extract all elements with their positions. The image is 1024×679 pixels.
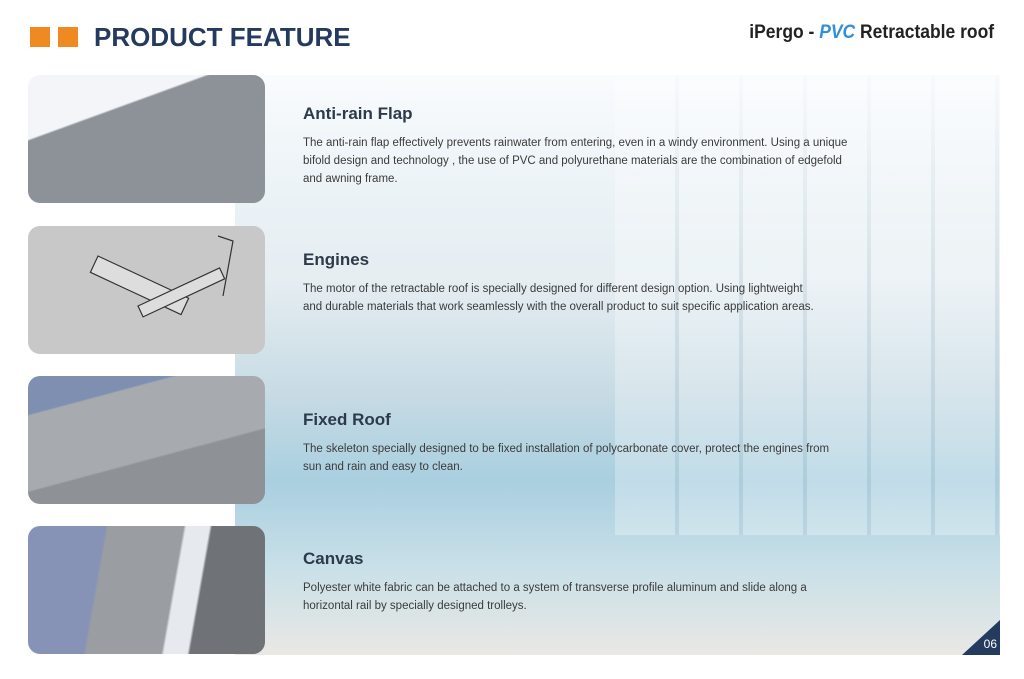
feature-title: Engines bbox=[303, 250, 370, 269]
page-title: PRODUCT FEATURE bbox=[94, 22, 351, 52]
brand-prefix: iPergo - bbox=[749, 22, 820, 43]
feature-title: Fixed Roof bbox=[303, 410, 391, 429]
feature-title: Canvas bbox=[303, 549, 364, 568]
brand-suffix: Retractable roof bbox=[855, 22, 994, 43]
feature-description: The anti-rain flap effectively prevents … bbox=[303, 137, 848, 185]
motor-drawing bbox=[89, 235, 234, 318]
canvas-image bbox=[28, 526, 265, 654]
feature-title: Anti-rain Flap bbox=[303, 104, 413, 123]
anti-rain-flap-image bbox=[28, 75, 265, 203]
brand-title: iPergo - PVC Retractable roof bbox=[749, 22, 994, 44]
fixed-roof-image bbox=[28, 376, 265, 504]
feature-description: Polyester white fabric can be attached t… bbox=[303, 582, 807, 612]
pvc-logo: PVC bbox=[819, 22, 856, 43]
engines-image bbox=[28, 226, 265, 354]
feature-description: The motor of the retractable roof is spe… bbox=[303, 283, 814, 313]
background-photo-resort-pool bbox=[235, 75, 1000, 655]
orange-square-icon bbox=[58, 27, 78, 47]
feature-description: The skeleton specially designed to be fi… bbox=[303, 443, 830, 473]
page-number: 06 bbox=[983, 637, 997, 651]
orange-square-icon bbox=[30, 27, 50, 47]
